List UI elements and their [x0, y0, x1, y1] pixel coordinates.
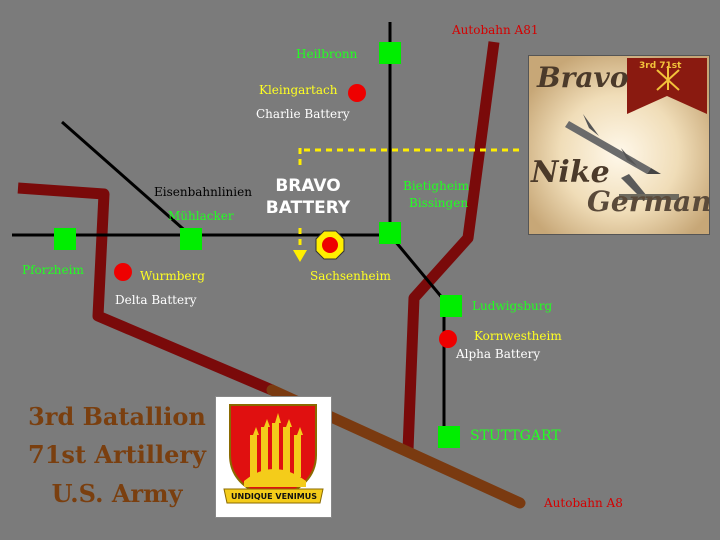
- city-marker-stuttgart: [438, 426, 460, 448]
- unit-title-line2: 71st Artillery: [28, 440, 206, 470]
- label-railway-lines: Eisenbahnlinien: [154, 185, 252, 199]
- label-kornwestheim: Kornwestheim: [474, 329, 562, 343]
- flag-text: 3rd 71st: [639, 61, 682, 71]
- label-stuttgart: STUTTGART: [470, 428, 561, 444]
- bravo-battery-line2: BATTERY: [265, 198, 351, 219]
- arrow-down-icon: [293, 250, 307, 262]
- city-marker-ludwigsburg: [440, 295, 462, 317]
- label-autobahn-a81: Autobahn A81: [452, 23, 539, 37]
- label-bissingen: Bissingen: [409, 196, 469, 210]
- label-kleingartach: Kleingartach: [259, 83, 338, 97]
- tower-emblem-icon: [244, 413, 306, 487]
- label-alpha-battery: Alpha Battery: [456, 347, 541, 361]
- label-muhlacker: Mühlacker: [168, 209, 234, 223]
- city-marker-heilbronn: [379, 42, 401, 64]
- unit-title: 3rd Batallion 71st Artillery U.S. Army: [22, 398, 212, 513]
- label-pforzheim: Pforzheim: [22, 263, 84, 277]
- label-heilbronn: Heilbronn: [296, 47, 358, 61]
- label-sachsenheim: Sachsenheim: [310, 269, 391, 283]
- autobahn-a81-road: [402, 41, 500, 451]
- autobahn-a8-west-road: [17, 182, 275, 396]
- bravo-battery-line1: BRAVO: [275, 176, 341, 196]
- bravo-battery-label: BRAVO BATTERY: [258, 175, 358, 219]
- label-wurmberg: Wurmberg: [140, 269, 205, 283]
- crest-scroll: [223, 488, 324, 504]
- label-ludwigsburg: Ludwigsburg: [472, 299, 553, 313]
- label-bietigheim: Bietigheim: [403, 179, 470, 193]
- unit-crest: UNDIQUE VENIMUS: [215, 396, 332, 518]
- city-marker-bietigheim: [379, 222, 401, 244]
- label-autobahn-a8: Autobahn A8: [544, 496, 623, 510]
- photo-art: [529, 56, 709, 234]
- label-charlie-battery: Charlie Battery: [256, 107, 350, 121]
- unit-title-line1: 3rd Batallion: [28, 402, 206, 431]
- battery-marker-delta: [114, 263, 132, 281]
- label-delta-battery: Delta Battery: [115, 293, 197, 307]
- photo-word-nike: Nike: [531, 155, 610, 190]
- city-marker-pforzheim: [54, 228, 76, 250]
- unit-title-line3: U.S. Army: [51, 478, 183, 508]
- battery-marker-bravo-center: [322, 237, 338, 253]
- bravo-nike-photo: Bravo 3rd 71st Nike Germany: [528, 55, 710, 235]
- nike-missile-icon: [565, 114, 679, 200]
- battery-marker-charlie: [348, 84, 366, 102]
- dotted-lines: [298, 148, 520, 250]
- crest-motto: UNDIQUE VENIMUS: [231, 492, 317, 501]
- city-marker-muhlacker: [180, 228, 202, 250]
- photo-word-germany: Germany: [587, 185, 710, 218]
- battery-marker-alpha: [439, 330, 457, 348]
- crossed-cannons-icon: [656, 66, 680, 91]
- crest-art: [223, 404, 324, 504]
- photo-word-bravo: Bravo: [537, 61, 629, 94]
